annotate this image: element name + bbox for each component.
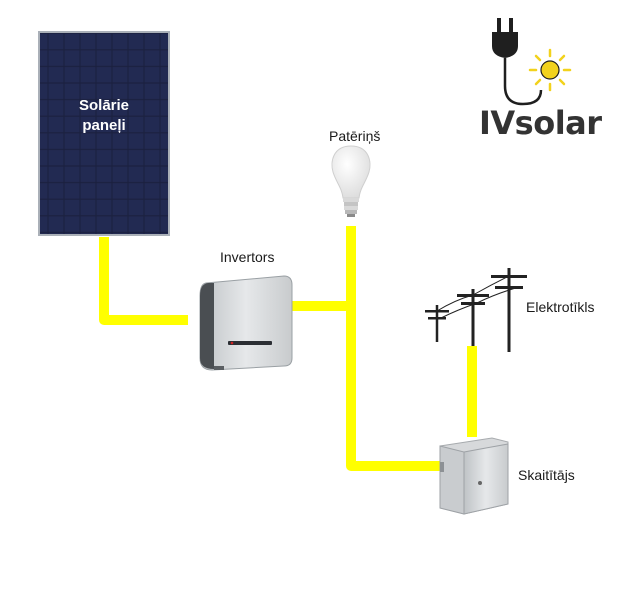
brand-logo-text: IVsolar [479,104,602,142]
wire-bulb-meter [346,226,444,471]
solar-panels-label: Solārie paneļi [40,96,168,136]
solar-panels-label-line2: paneļi [82,117,126,134]
inverter [199,275,293,371]
plug-icon [492,18,543,106]
wire-panels-inverter [99,237,188,325]
bulb-icon [331,145,371,217]
wires [99,226,477,471]
meter-label: Skaitītājs [518,467,575,483]
consumption-label: Patēriņš [329,128,381,144]
solar-panel [38,31,170,236]
sun-icon [528,48,572,92]
meter-cabinet [439,437,509,515]
grid-label: Elektrotīkls [526,299,595,315]
inverter-label: Invertors [220,249,275,265]
solar-panels-label-line1: Solārie [78,97,130,114]
power-poles [425,268,527,352]
